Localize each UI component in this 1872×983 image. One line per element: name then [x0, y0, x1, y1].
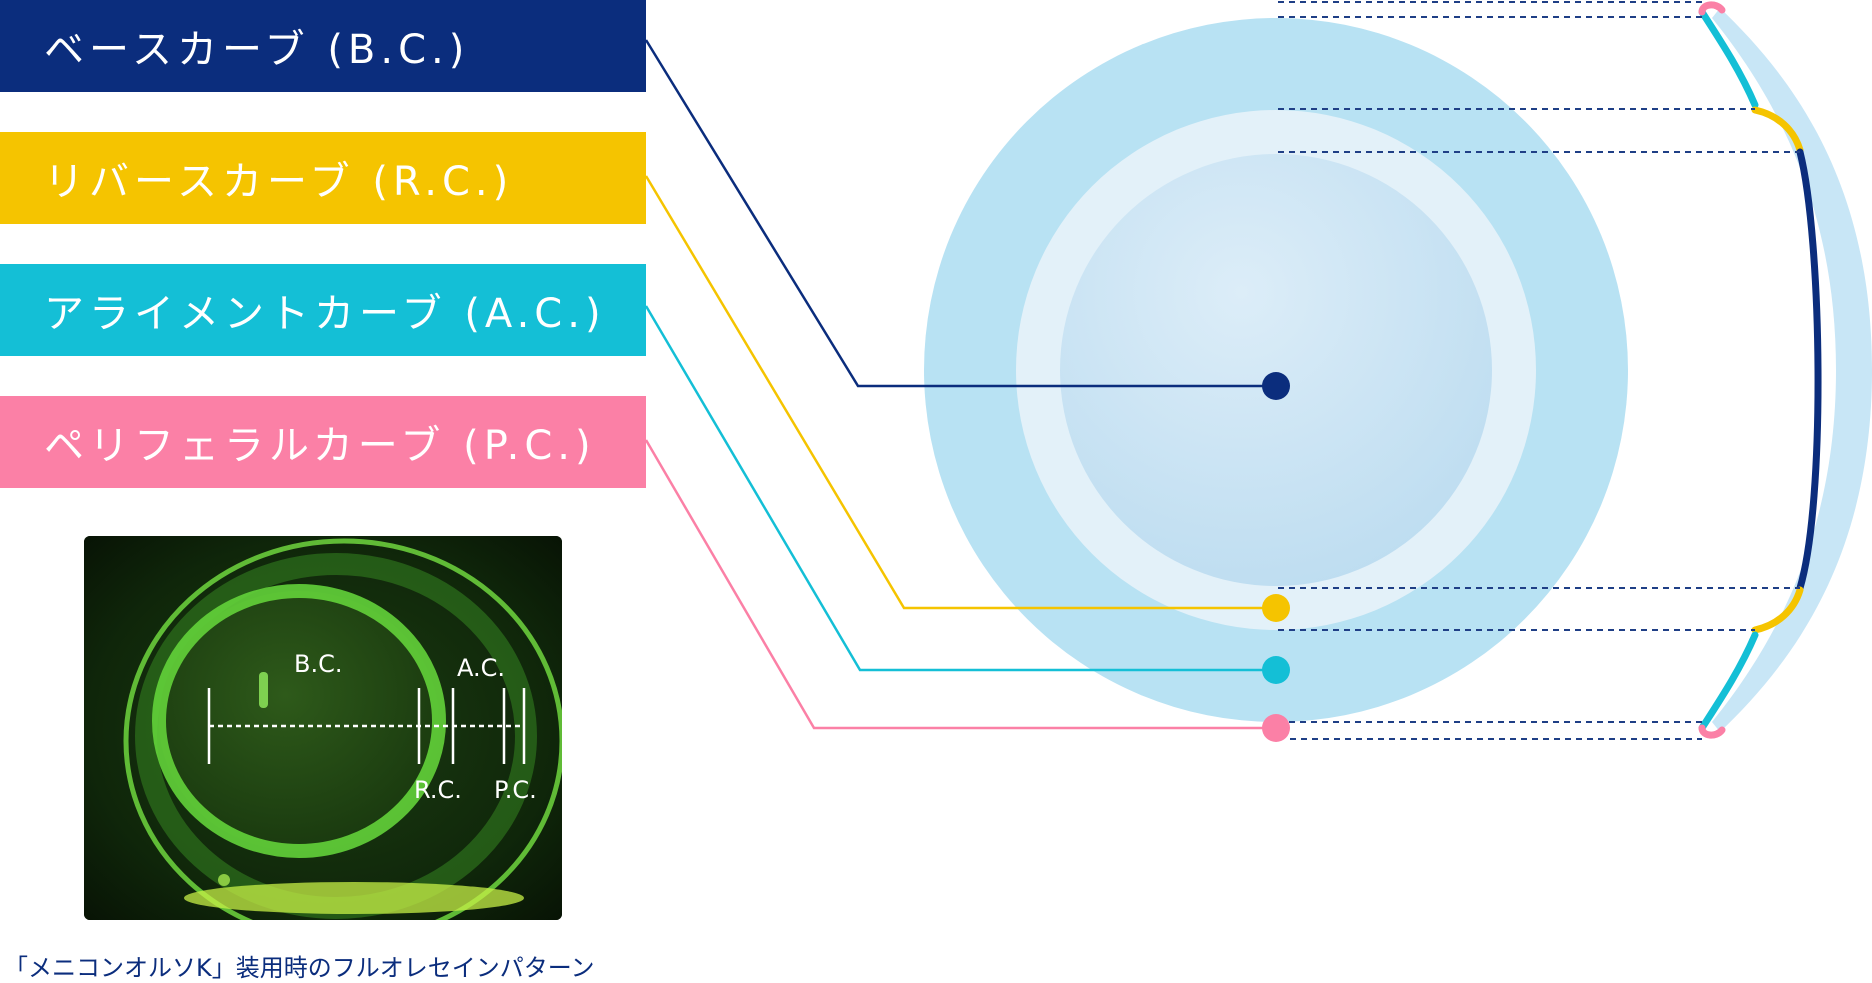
reverse-curve-label-text: リバースカーブ (R.C.) [44, 159, 514, 205]
leader-line-ac [644, 305, 1276, 672]
photo-label-pc: P.C. [494, 776, 537, 804]
marker-dot-bc [1262, 372, 1290, 400]
marker-dot-ac [1262, 656, 1290, 684]
cross-section-bc [1796, 148, 1822, 592]
fluorescein-pattern-photo: B.C. A.C. R.C. P.C. [84, 536, 562, 920]
cross-section-rc-bottom [1751, 586, 1804, 634]
marker-dot-pc [1262, 714, 1290, 742]
lens-base-zone [1060, 154, 1492, 586]
peripheral-curve-label-text: ペリフェラルカーブ (P.C.) [44, 423, 596, 469]
marker-dot-rc [1262, 594, 1290, 622]
base-curve-label: ベースカーブ (B.C.) [0, 0, 646, 92]
reverse-curve-label: リバースカーブ (R.C.) [0, 132, 646, 224]
cross-section-pc-bottom [1698, 724, 1726, 739]
fluorescein-pattern-image: B.C. A.C. R.C. P.C. [84, 536, 562, 920]
alignment-curve-label: アライメントカーブ (A.C.) [0, 264, 646, 356]
photo-label-bc: B.C. [294, 650, 342, 678]
photo-label-ac: A.C. [457, 654, 505, 682]
reverse-curve-ring [152, 584, 446, 858]
alignment-curve-label-text: アライメントカーブ (A.C.) [44, 291, 606, 337]
cross-section-ac-top [1698, 8, 1759, 109]
photo-caption: 「メニコンオルソK」装用時のフルオレセインパターン [4, 954, 595, 982]
cross-section-pc-top [1698, 1, 1726, 16]
lens-edge-ring [123, 538, 562, 920]
peripheral-curve-label: ペリフェラルカーブ (P.C.) [0, 396, 646, 488]
tear-meniscus [184, 882, 524, 914]
base-curve-label-text: ベースカーブ (B.C.) [44, 27, 470, 73]
reference-dashed-lines [1278, 1, 1800, 740]
photo-label-rc: R.C. [414, 776, 462, 804]
cross-section-rc-top [1751, 106, 1804, 154]
leader-line-bc [644, 39, 1276, 388]
cross-section-body [1712, 8, 1872, 732]
central-zone [159, 591, 439, 851]
leader-line-rc [644, 175, 1276, 610]
cross-section-ac-bottom [1698, 631, 1759, 732]
leader-line-pc [644, 439, 1276, 730]
